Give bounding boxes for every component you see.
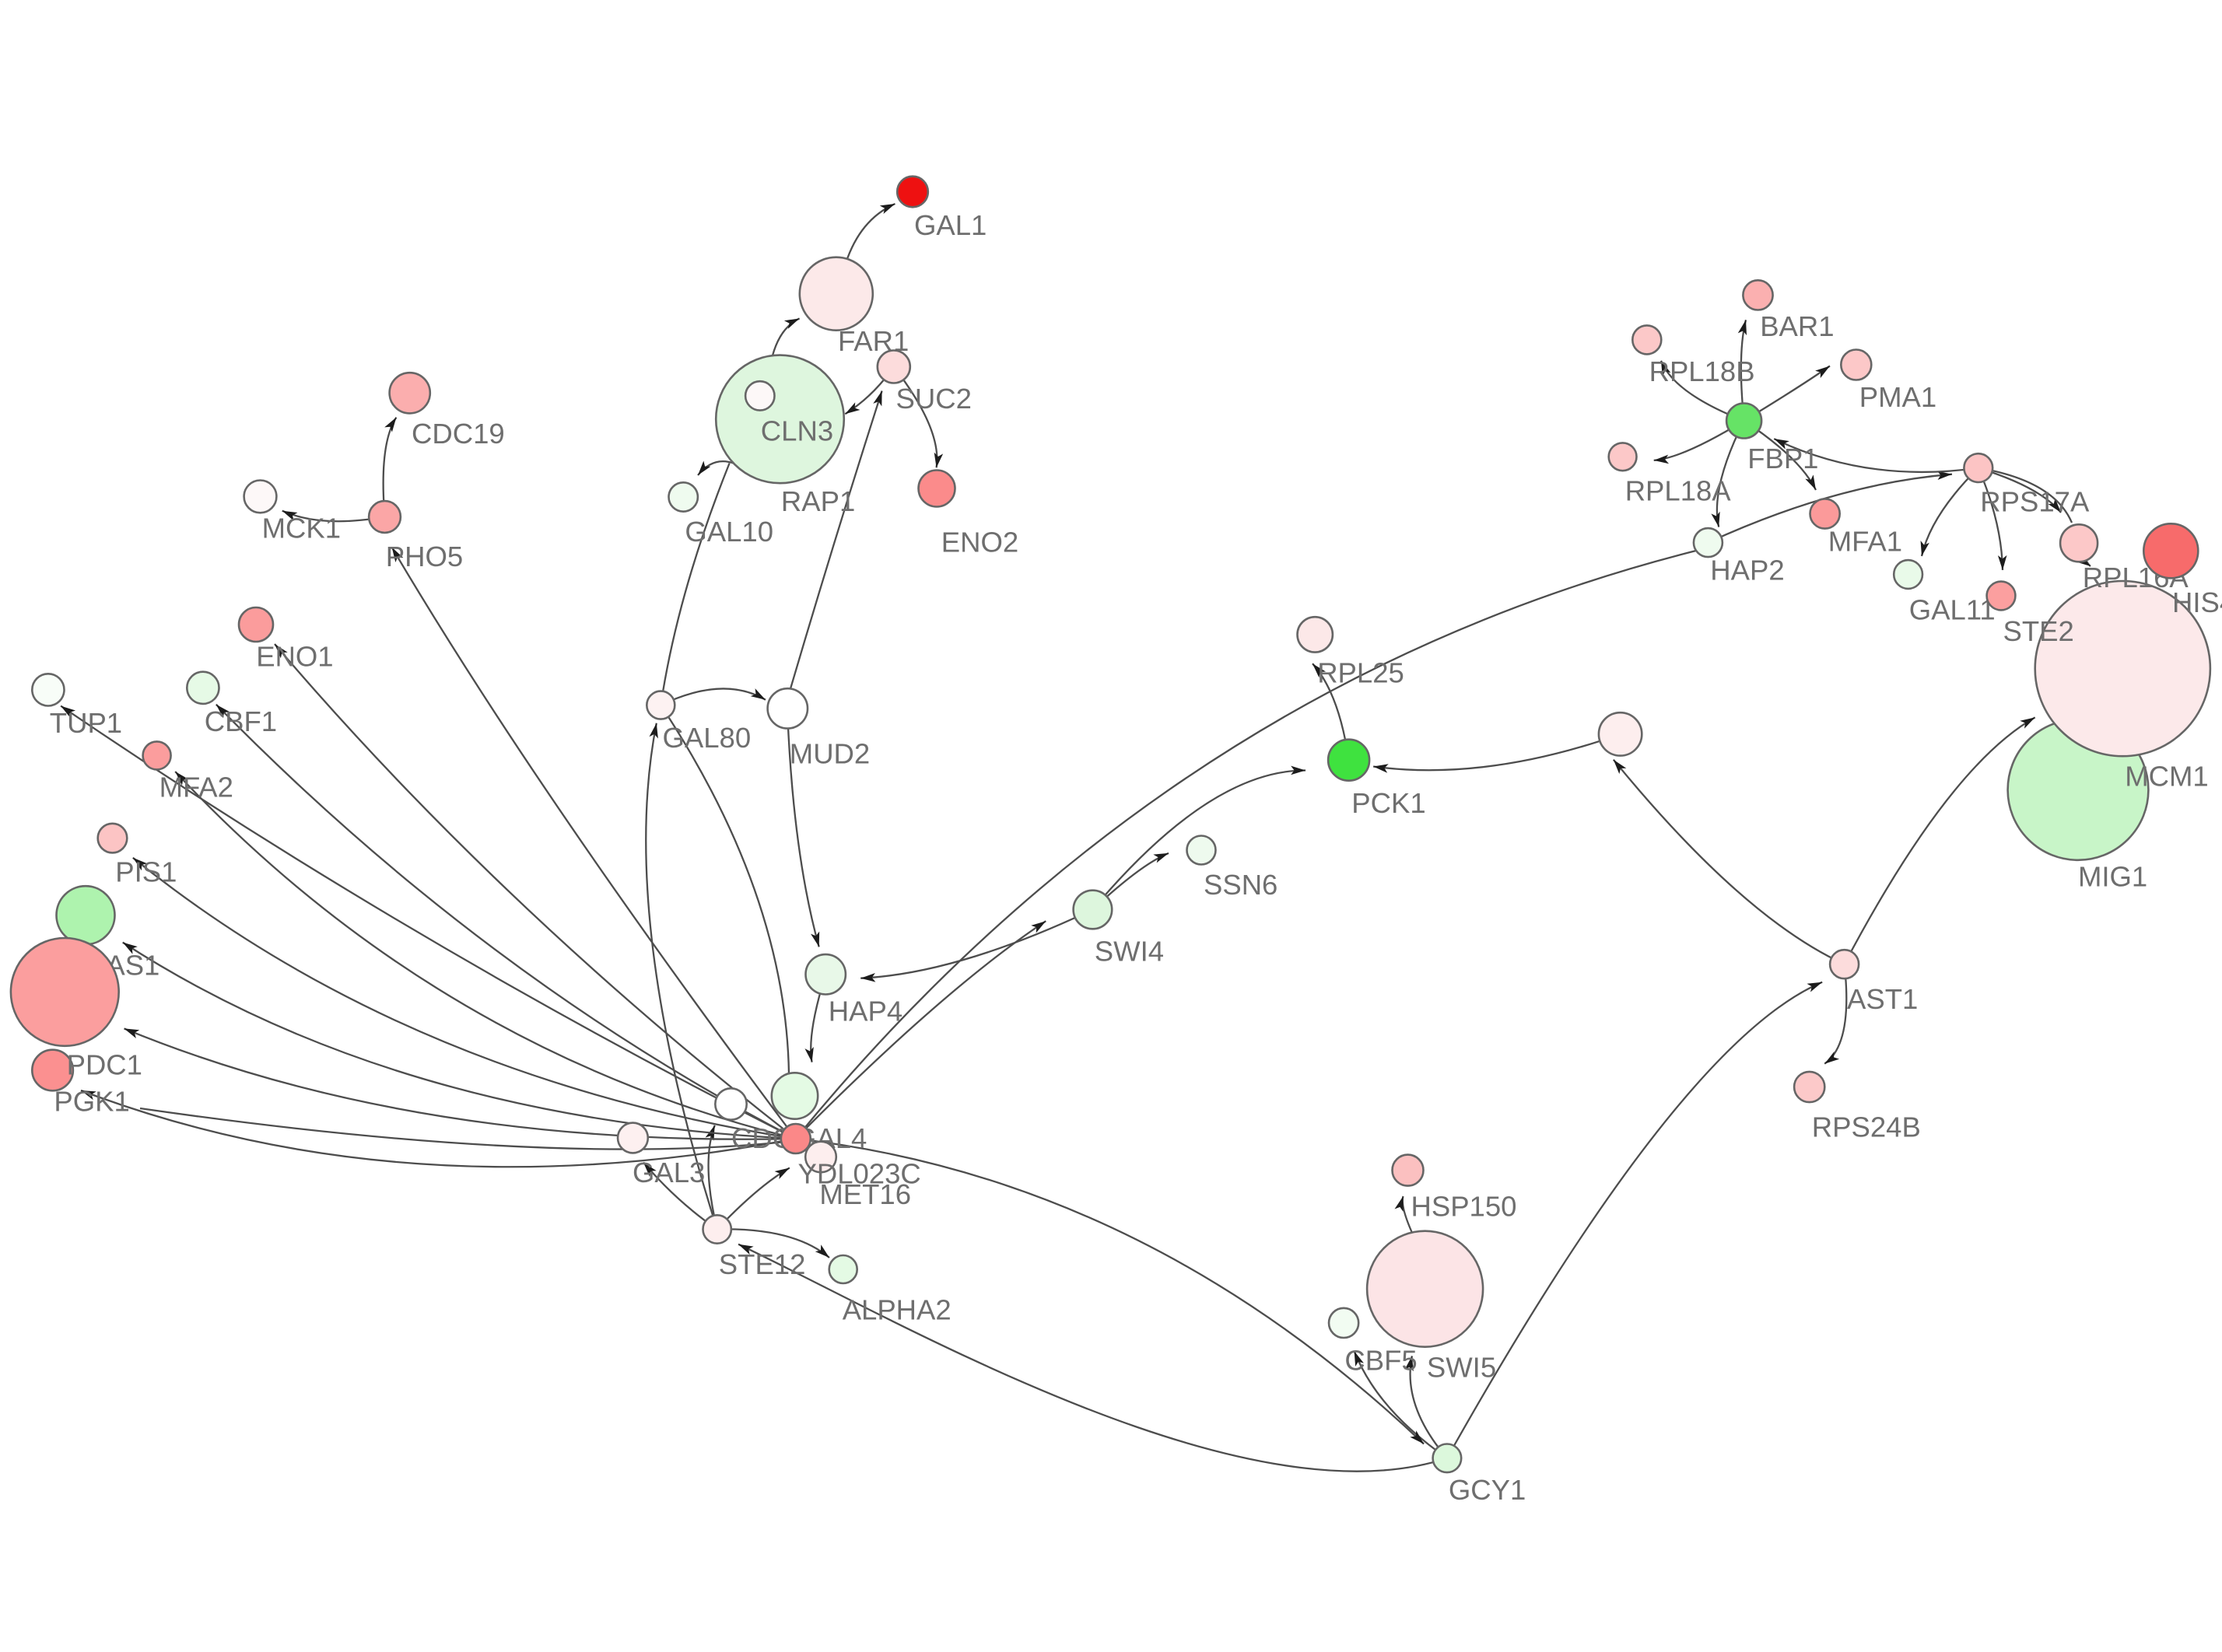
svg-text:GAL11: GAL11 (1909, 594, 1996, 626)
svg-text:PIS1: PIS1 (115, 856, 177, 888)
svg-text:CBF5: CBF5 (1344, 1345, 1417, 1377)
svg-text:YDL023C: YDL023C (798, 1158, 921, 1190)
svg-text:MFA2: MFA2 (159, 772, 233, 803)
svg-text:SWI4: SWI4 (1095, 935, 1164, 967)
svg-text:CLN3: CLN3 (761, 415, 833, 447)
svg-text:GAL80: GAL80 (663, 722, 752, 754)
svg-text:STE2: STE2 (2003, 615, 2074, 647)
svg-text:RPL18B: RPL18B (1649, 355, 1755, 387)
svg-text:BAR1: BAR1 (1760, 310, 1834, 342)
svg-text:SWI5: SWI5 (1427, 1351, 1496, 1383)
svg-text:HSP150: HSP150 (1411, 1190, 1517, 1222)
svg-text:RPL25: RPL25 (1317, 657, 1404, 689)
svg-text:RPS24B: RPS24B (1812, 1111, 1921, 1143)
svg-text:MUD2: MUD2 (790, 738, 870, 770)
svg-text:HAP2: HAP2 (1710, 555, 1784, 586)
svg-text:CDC19: CDC19 (412, 418, 505, 450)
svg-text:PMA1: PMA1 (1859, 381, 1936, 413)
svg-text:GAL10: GAL10 (685, 516, 773, 548)
svg-text:GAL3: GAL3 (633, 1157, 705, 1188)
svg-text:SSN6: SSN6 (1204, 869, 1277, 901)
svg-text:CBF1: CBF1 (205, 705, 277, 737)
svg-text:PDC1: PDC1 (67, 1048, 142, 1080)
svg-text:HIS4: HIS4 (2172, 586, 2222, 618)
svg-text:MET16: MET16 (819, 1178, 911, 1210)
svg-text:ALPHA2: ALPHA2 (843, 1294, 952, 1326)
svg-text:PHO5: PHO5 (386, 541, 463, 572)
svg-text:AST1: AST1 (1847, 983, 1918, 1015)
svg-text:RPL18A: RPL18A (1625, 475, 1732, 507)
svg-text:TUP1: TUP1 (50, 707, 122, 739)
svg-text:HAP4: HAP4 (829, 996, 902, 1027)
svg-text:GCY1: GCY1 (1449, 1474, 1526, 1506)
svg-text:MCM1: MCM1 (2125, 760, 2208, 792)
svg-text:SUC2: SUC2 (896, 383, 972, 415)
svg-text:GAL1: GAL1 (914, 209, 987, 241)
svg-text:STE12: STE12 (719, 1248, 806, 1280)
svg-text:PCK1: PCK1 (1351, 787, 1425, 819)
svg-text:ENO2: ENO2 (941, 527, 1018, 558)
svg-text:MFA1: MFA1 (1828, 526, 1902, 558)
svg-text:MCK1: MCK1 (262, 513, 341, 544)
svg-text:PGK1: PGK1 (54, 1085, 129, 1117)
svg-text:FBP1: FBP1 (1747, 443, 1818, 474)
svg-text:MIG1: MIG1 (2078, 861, 2147, 893)
svg-text:RPS17A: RPS17A (1980, 485, 2090, 517)
svg-text:ENO1: ENO1 (256, 640, 333, 672)
svg-text:RAP1: RAP1 (781, 485, 855, 517)
